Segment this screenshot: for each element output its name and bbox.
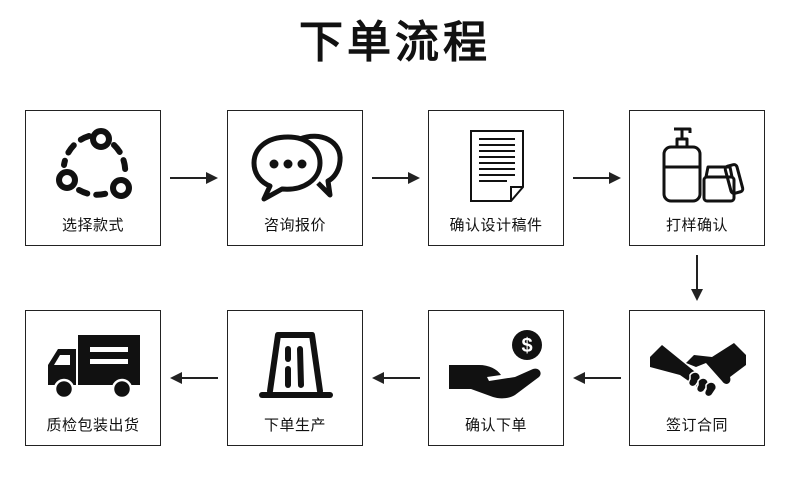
- step-production: 下单生产: [227, 310, 363, 446]
- arrow-right-icon: [170, 172, 218, 184]
- step-label: 下单生产: [263, 416, 326, 434]
- cycle-icon: [56, 128, 132, 199]
- step-label: 签订合同: [665, 416, 728, 434]
- document-icon: [470, 130, 524, 202]
- step-sign-contract: 签订合同: [629, 310, 765, 446]
- arrow-right-icon: [372, 172, 420, 184]
- chat-bubbles-icon: [251, 133, 343, 202]
- step-confirm-order: $ 确认下单: [428, 310, 564, 446]
- step-consult-quote: 咨询报价: [227, 110, 363, 246]
- step-label: 打样确认: [665, 216, 728, 234]
- step-qc-pack-ship: 质检包装出货: [25, 310, 161, 446]
- step-select-style: 选择款式: [25, 110, 161, 246]
- arrow-down-icon: [691, 255, 703, 301]
- step-label: 质检包装出货: [46, 416, 140, 434]
- arrow-right-icon: [573, 172, 621, 184]
- cosmetic-bottles-icon: [662, 127, 745, 203]
- step-sample-confirm: 打样确认: [629, 110, 765, 246]
- step-label: 确认下单: [464, 416, 527, 434]
- delivery-truck-icon: [48, 335, 140, 400]
- step-label: 咨询报价: [263, 216, 326, 234]
- step-label: 确认设计稿件: [449, 216, 543, 234]
- arrow-left-icon: [372, 372, 420, 384]
- svg-text:$: $: [521, 335, 532, 357]
- handshake-icon: [650, 343, 746, 398]
- step-label: 选择款式: [61, 216, 124, 234]
- arrow-left-icon: [170, 372, 218, 384]
- factory-icon: [259, 332, 333, 398]
- page-title: 下单流程: [299, 17, 491, 68]
- arrow-left-icon: [573, 372, 621, 384]
- hand-coin-icon: $: [449, 330, 542, 399]
- step-confirm-design: 确认设计稿件: [428, 110, 564, 246]
